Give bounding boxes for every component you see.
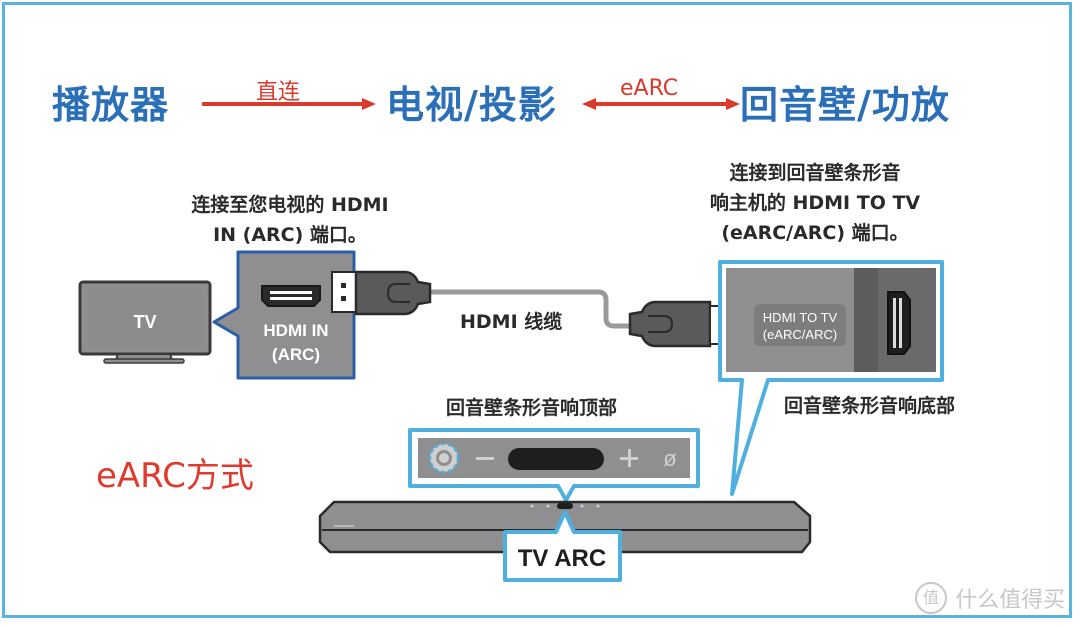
soundbar-port-caption: 连接到回音壁条形音 响主机的 HDMI TO TV (eARC/ARC) 端口。 — [680, 158, 950, 248]
display-device-title: 电视/投影 — [386, 83, 557, 127]
earc-mode-label: eARC方式 — [96, 456, 254, 496]
direct-arrow — [202, 98, 376, 110]
volume-down-icon — [476, 457, 494, 460]
tv-port-caption: 连接至您电视的 HDMI IN (ARC) 端口。 — [160, 190, 420, 250]
soundbar-top-label: 回音壁条形音响顶部 — [446, 397, 618, 419]
soundbar-port-label-line2: (eARC/ARC) — [763, 327, 837, 342]
tv-label: TV — [133, 312, 156, 332]
display-window — [508, 448, 604, 470]
soundbar-port-callout: HDMI TO TV (eARC/ARC) — [718, 260, 944, 496]
earc-bidirectional-arrow — [582, 98, 740, 110]
tv-port-label-line1: HDMI IN — [263, 321, 328, 340]
hdmi-plug-right — [628, 300, 733, 348]
watermark-logo-icon: 值 — [915, 582, 947, 614]
tv-caption-line1: 连接至您电视的 HDMI — [191, 194, 389, 216]
hdmi-cable — [430, 289, 630, 329]
earc-connection-label: eARC — [620, 76, 679, 101]
source-device-title: 播放器 — [52, 83, 170, 127]
tv-port-label-line2: (ARC) — [272, 345, 320, 364]
soundbar-caption-line1: 连接到回音壁条形音 — [729, 162, 901, 184]
soundbar-port-label-line1: HDMI TO TV — [763, 310, 838, 325]
tv-arc-callout: TV ARC — [503, 510, 622, 582]
soundbar-caption-line3: (eARC/ARC) 端口。 — [721, 222, 909, 244]
soundbar-caption-line2: 响主机的 HDMI TO TV — [709, 192, 921, 214]
soundbar-top-callout: ø — [408, 428, 700, 502]
soundbar-bottom-label: 回音壁条形音响底部 — [784, 395, 956, 417]
source-button-icon: ø — [663, 446, 676, 471]
tv-port-callout: HDMI IN (ARC) — [212, 250, 356, 380]
tv-arc-label: TV ARC — [518, 545, 606, 572]
audio-device-title: 回音壁/功放 — [740, 83, 950, 127]
watermark: 值 什么值得买 — [915, 582, 1065, 614]
diagram-frame — [2, 2, 1072, 618]
watermark-text: 什么值得买 — [955, 588, 1066, 613]
tv-caption-line2: IN (ARC) 端口。 — [213, 224, 367, 246]
tv-icon: TV — [78, 280, 212, 364]
hdmi-cable-label: HDMI 线缆 — [460, 311, 563, 333]
hdmi-plug-left — [331, 270, 432, 316]
direct-connection-label: 直连 — [256, 80, 301, 105]
